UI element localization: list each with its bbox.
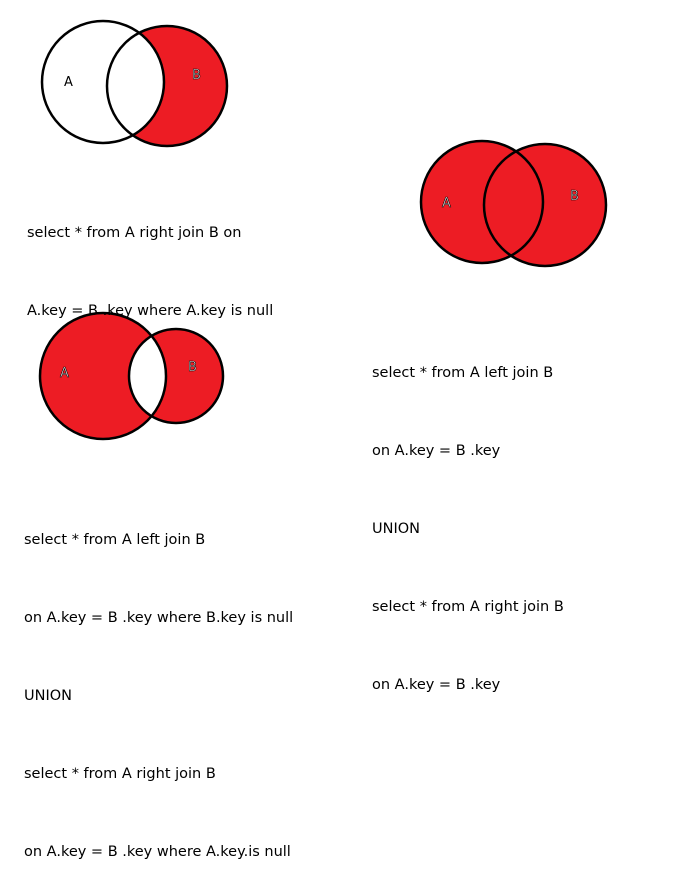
label-b: B: [188, 360, 197, 375]
sql-line: on A.key = B .key: [372, 443, 501, 459]
venn-full-outer: A B: [419, 139, 608, 268]
sql-query-right-exclusive: select * from A right join B on A.key = …: [27, 168, 273, 350]
sql-line: select * from A right join B on: [27, 225, 242, 241]
label-b: B: [192, 68, 201, 83]
sql-line: select * from A left join B: [372, 365, 554, 381]
sql-line: select * from A right join B: [372, 599, 564, 615]
sql-line: UNION: [24, 688, 72, 704]
circle-a-outline: [419, 139, 545, 265]
sql-line: select * from A right join B: [24, 766, 216, 782]
circle-b-outline: [482, 142, 608, 268]
circle-b-outline: [127, 327, 225, 425]
sql-line: A.key = B .key where A.key is null: [27, 303, 274, 319]
circle-a-outline: [38, 311, 168, 441]
circle-b: [484, 144, 606, 266]
sql-line: on A.key = B .key where B.key is null: [24, 610, 294, 626]
sql-line: UNION: [372, 521, 420, 537]
circle-b-outline: [105, 24, 229, 148]
circle-a: [40, 313, 166, 439]
label-a: A: [442, 196, 451, 211]
venn-diagrams-canvas: A B A B A B: [38, 19, 608, 441]
circle-a-outline: [40, 19, 166, 145]
venn-symmetric-difference: A B: [38, 311, 225, 441]
sql-query-symmetric-difference: select * from A left join B on A.key = B…: [24, 475, 293, 891]
label-a: A: [60, 366, 69, 381]
venn-right-exclusive: A B: [40, 19, 229, 148]
sql-query-full-outer: select * from A left join B on A.key = B…: [372, 308, 564, 724]
sql-line: select * from A left join B: [24, 532, 206, 548]
label-a: A: [64, 75, 73, 90]
sql-line: on A.key = B .key where A.key.is null: [24, 844, 291, 860]
label-b: B: [570, 189, 579, 204]
intersection-cutout: [107, 26, 164, 143]
sql-line: on A.key = B .key: [372, 677, 501, 693]
